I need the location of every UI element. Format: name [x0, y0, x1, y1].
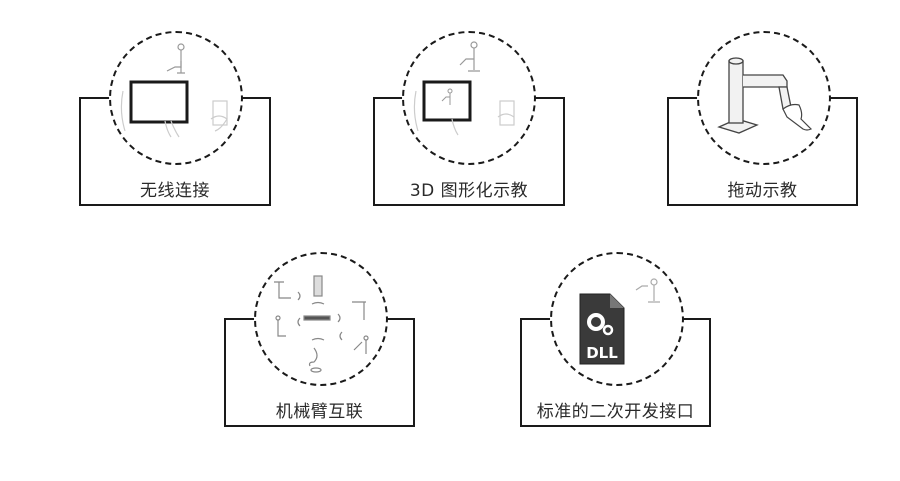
tablet-3d-teach-icon — [413, 41, 515, 136]
robot-arm-hand-drag-icon — [717, 57, 813, 134]
feature-label: 机械臂互联 — [275, 402, 364, 422]
multi-robot-network-icon — [274, 275, 369, 373]
svg-text:DLL: DLL — [586, 344, 618, 362]
feature-label: 无线连接 — [140, 181, 210, 201]
feature-card-arm-interconnect: 机械臂互联 — [224, 252, 415, 427]
feature-card-sdk-interface: DLL 标准的二次开发接口 — [520, 252, 711, 427]
feature-card-drag-teach: 拖动示教 — [667, 31, 858, 206]
feature-card-graphic-teach: 3D 图形化示教 — [373, 31, 565, 206]
feature-card-wireless: 无线连接 — [79, 31, 271, 206]
dll-file-icon: DLL — [579, 278, 660, 365]
tablet-phone-wireless-icon — [120, 43, 228, 138]
feature-label: 标准的二次开发接口 — [536, 402, 695, 422]
dashed-circle — [697, 31, 831, 165]
feature-label: 拖动示教 — [727, 181, 798, 201]
feature-label: 3D 图形化示教 — [409, 181, 529, 201]
